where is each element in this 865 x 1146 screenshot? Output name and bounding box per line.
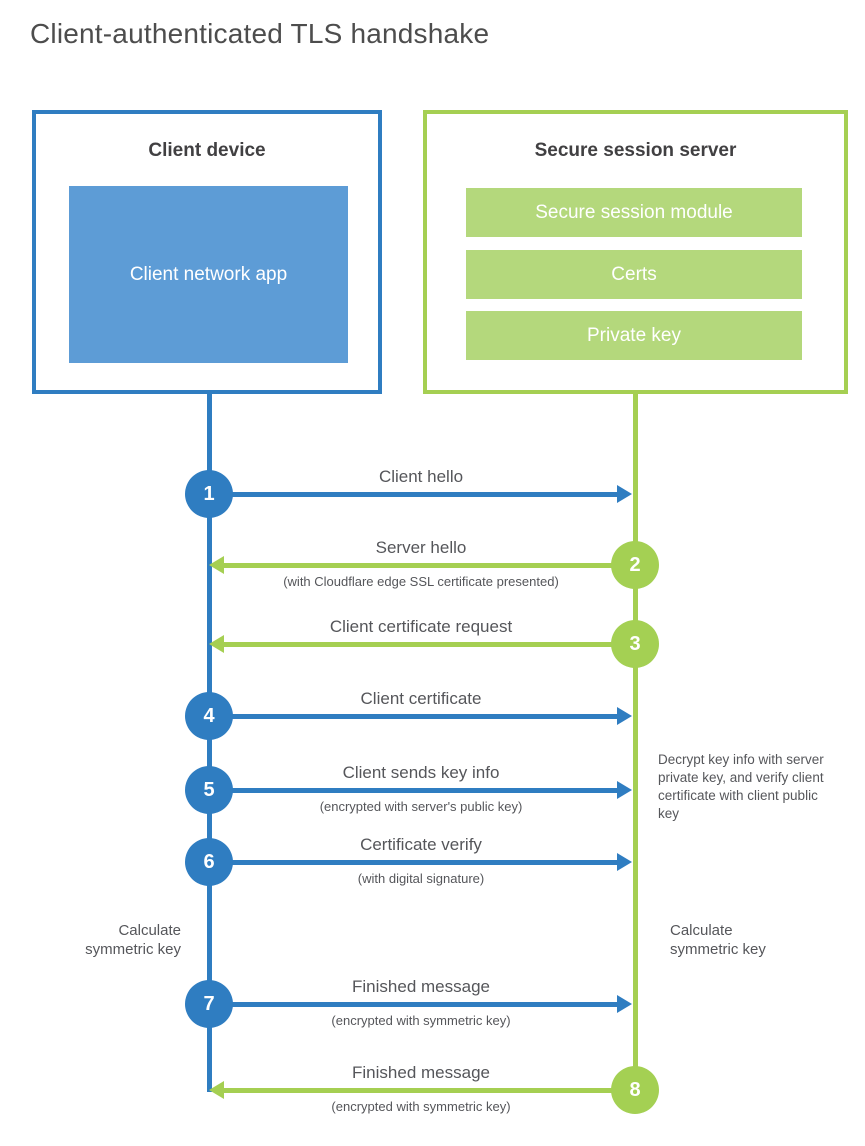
arrow-line: [224, 642, 612, 647]
arrow-head-left-icon: [209, 635, 224, 653]
message-label: Client hello: [378, 467, 464, 486]
arrow-line: [230, 492, 620, 497]
server-lifeline: [633, 394, 638, 1090]
server-decrypt-note: Decrypt key info with server private key…: [658, 752, 824, 821]
message-subtitle: (encrypted with symmetric key): [331, 1099, 511, 1114]
arrow-head-right-icon: [617, 485, 632, 503]
server-module-bar: Secure session module: [466, 188, 802, 237]
step-number-badge: 7: [185, 980, 233, 1028]
message-label: Finished message: [352, 977, 490, 996]
secure-session-server-title: Secure session server: [534, 140, 737, 161]
arrow-head-left-icon: [209, 556, 224, 574]
server-module-bar: Certs: [466, 250, 802, 299]
message-label: Client sends key info: [342, 763, 500, 782]
server-module-bar: Private key: [466, 311, 802, 360]
arrow-line: [230, 714, 620, 719]
step-number-badge: 2: [611, 541, 659, 589]
step-number-badge: 3: [611, 620, 659, 668]
client-device-title: Client device: [148, 140, 266, 161]
step-number-badge: 5: [185, 766, 233, 814]
client-lifeline: [207, 394, 212, 1092]
arrow-head-left-icon: [209, 1081, 224, 1099]
arrow-line: [224, 1088, 612, 1093]
page-title: Client-authenticated TLS handshake: [30, 18, 490, 49]
step-number-badge: 8: [611, 1066, 659, 1114]
message-subtitle: (with Cloudflare edge SSL certificate pr…: [283, 574, 559, 589]
client-calculate-note: Calculate symmetric key: [85, 922, 181, 958]
message-label: Client certificate request: [329, 617, 513, 636]
arrow-head-right-icon: [617, 707, 632, 725]
arrow-line: [230, 788, 620, 793]
arrow-head-right-icon: [617, 781, 632, 799]
message-subtitle: (encrypted with symmetric key): [331, 1013, 511, 1028]
arrow-line: [224, 563, 612, 568]
message-subtitle: (with digital signature): [357, 871, 485, 886]
step-number-badge: 6: [185, 838, 233, 886]
arrow-line: [230, 1002, 620, 1007]
client-network-app-label: Client network app: [129, 263, 288, 285]
message-subtitle: (encrypted with server's public key): [319, 799, 523, 814]
message-label: Server hello: [375, 538, 467, 557]
message-label: Finished message: [352, 1063, 490, 1082]
arrow-head-right-icon: [617, 853, 632, 871]
message-label: Certificate verify: [360, 835, 482, 854]
arrow-head-right-icon: [617, 995, 632, 1013]
client-network-app-box: Client network app: [69, 186, 348, 363]
step-number-badge: 4: [185, 692, 233, 740]
arrow-line: [230, 860, 620, 865]
step-number-badge: 1: [185, 470, 233, 518]
server-calculate-note: Calculate symmetric key: [670, 922, 766, 958]
message-label: Client certificate: [360, 689, 482, 708]
